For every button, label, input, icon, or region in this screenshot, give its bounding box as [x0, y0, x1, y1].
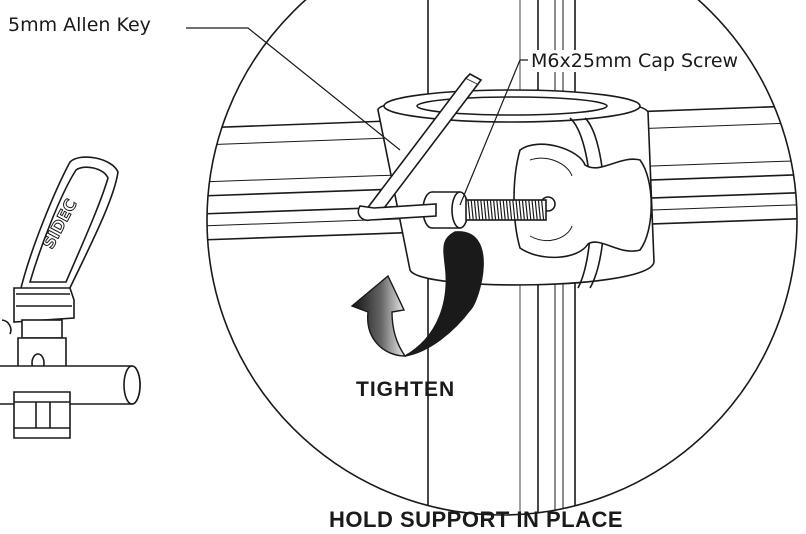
tighten-label: TIGHTEN	[356, 378, 456, 401]
cap-screw-label: M6x25mm Cap Screw	[529, 50, 741, 72]
cap-screw-leader	[459, 59, 528, 206]
allen-key-leader	[186, 27, 401, 151]
instruction-caption: HOLD SUPPORT IN PLACE	[329, 507, 624, 532]
overview-device: SIDEC	[0, 156, 141, 439]
curved-rotate-arrow-icon	[350, 231, 484, 357]
hex-key-icon	[357, 73, 483, 222]
allen-key-label: 5mm Allen Key	[8, 14, 151, 36]
leader-lines	[186, 27, 528, 206]
clamp-ring	[377, 89, 655, 289]
